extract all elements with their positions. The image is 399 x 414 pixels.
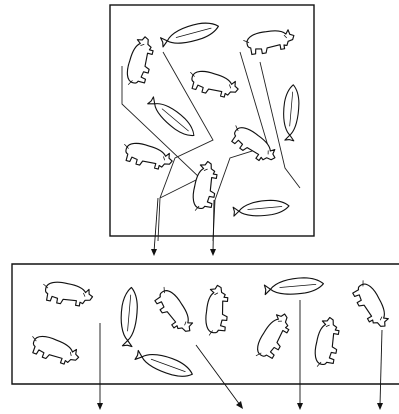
arrow-line (213, 200, 214, 252)
fish-icon (264, 276, 324, 297)
lower-panel-animals (27, 276, 392, 382)
arrow-line (154, 198, 158, 252)
pig-icon (243, 27, 296, 57)
arrow-line (196, 345, 240, 405)
pig-icon (190, 160, 220, 213)
arrow-head (377, 403, 383, 410)
fish-icon (134, 347, 195, 382)
pig-icon (124, 35, 157, 89)
lower-panel-frame (12, 264, 399, 384)
pig-icon (204, 285, 229, 337)
pig-icon (151, 284, 197, 337)
fish-icon (233, 199, 290, 219)
pig-icon (41, 279, 94, 309)
pig-icon (349, 278, 392, 332)
fish-icon (160, 19, 221, 49)
pig-icon (227, 122, 280, 168)
pig-icon (186, 68, 240, 101)
pig-icon (27, 332, 82, 369)
arrow-head (151, 249, 157, 256)
pig-icon (312, 316, 342, 369)
fish-icon (118, 287, 139, 347)
arrow-line (380, 330, 382, 405)
pig-icon (120, 140, 174, 173)
pig-icon (252, 310, 295, 364)
arrow-head (97, 403, 103, 410)
fish-icon (281, 84, 301, 141)
arrow-head (210, 249, 216, 256)
arrow-head (236, 401, 243, 409)
arrow-head (297, 403, 303, 410)
